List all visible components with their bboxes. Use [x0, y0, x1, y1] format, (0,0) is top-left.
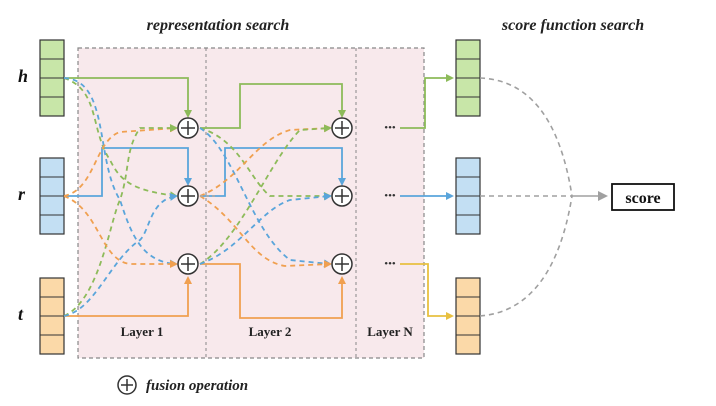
fusion-node: [331, 253, 353, 275]
input-label-r: r: [18, 184, 26, 204]
embedding-h: [39, 39, 65, 117]
input-label-t: t: [18, 304, 24, 324]
layer1-connections: [63, 77, 192, 317]
fusion-legend-label: fusion operation: [146, 378, 248, 394]
layer-label-1: Layer 1: [121, 324, 164, 339]
ellipsis-h: •••: [384, 122, 396, 134]
representation-search-title: representation search: [147, 17, 290, 34]
layerN-outputs: [400, 74, 454, 320]
layer-label-2: Layer 2: [249, 324, 292, 339]
fusion-node: [331, 117, 353, 139]
score-function-search-title: score function search: [501, 17, 644, 34]
fusion-node: [177, 117, 199, 139]
output-embedding-t: [455, 277, 481, 355]
ellipsis-r: •••: [384, 190, 396, 202]
score-label: score: [625, 190, 660, 207]
layer2-connections: [199, 83, 346, 319]
layer-label-n: Layer N: [367, 324, 413, 339]
embedding-t: [39, 277, 65, 355]
fusion-node: [177, 185, 199, 207]
score-box: score: [611, 183, 675, 211]
embedding-r: [39, 157, 65, 235]
fusion-node: [177, 253, 199, 275]
input-label-h: h: [18, 66, 28, 86]
score-function-connections: [479, 77, 608, 317]
representation-search-panel: [77, 47, 425, 359]
fusion-legend-icon: [117, 375, 137, 395]
legend: fusion operation: [117, 375, 248, 395]
output-embedding-r: [455, 157, 481, 235]
output-embedding-h: [455, 39, 481, 117]
fusion-node: [331, 185, 353, 207]
ellipsis-t: •••: [384, 258, 396, 270]
